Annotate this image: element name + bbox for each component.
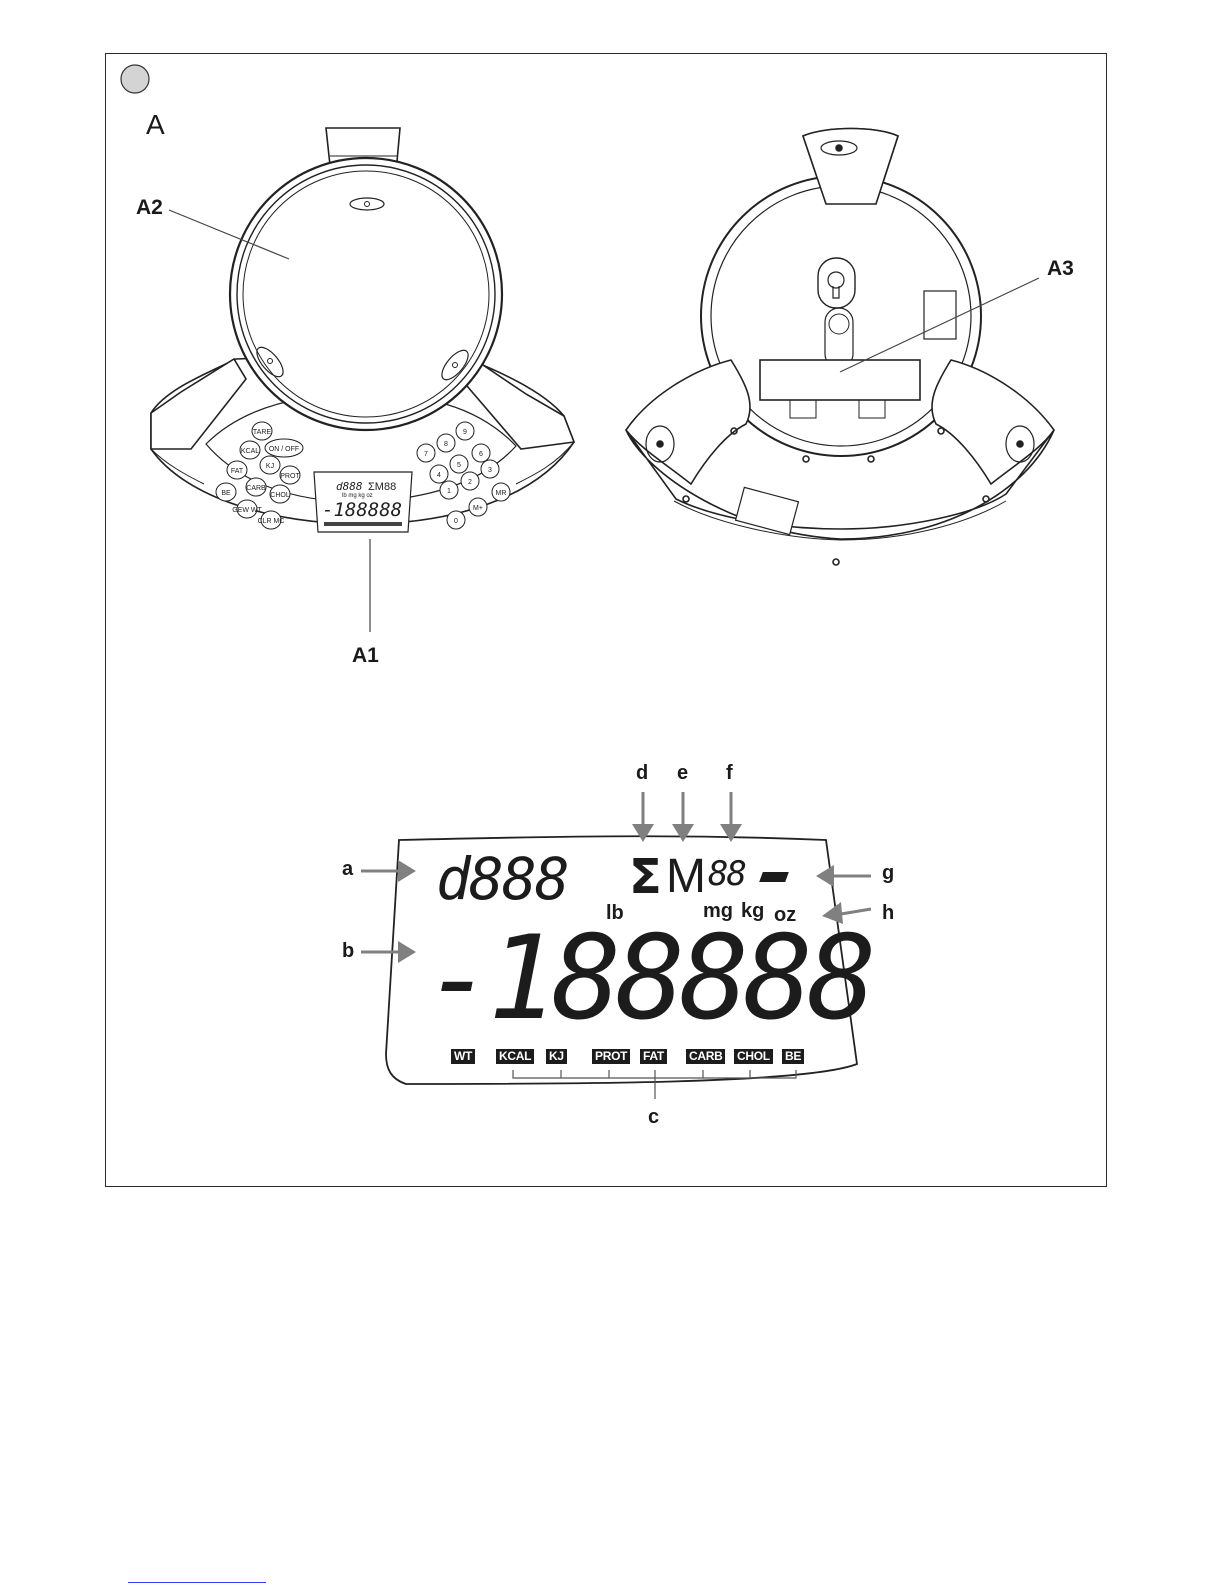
callout-h: h: [882, 902, 894, 925]
label-a3: A3: [1047, 257, 1074, 281]
key-9: 9: [463, 429, 467, 436]
tag-kj: KJ: [546, 1049, 567, 1064]
callout-c: c: [648, 1106, 659, 1129]
key-tare: TARE: [253, 429, 271, 436]
tag-carb: CARB: [686, 1049, 725, 1064]
tag-fat: FAT: [640, 1049, 667, 1064]
lcd-small-digits: d888: [436, 844, 568, 914]
battery-icon: [759, 872, 789, 882]
key-fat: FAT: [231, 468, 244, 475]
tag-wt: WT: [451, 1049, 475, 1064]
callout-a: a: [342, 858, 353, 881]
key-onoff: ON / OFF: [269, 446, 299, 453]
callout-b: b: [342, 940, 354, 963]
mini-lcd-units: lb mg kg oz: [342, 493, 373, 499]
key-gewt: GEW WT: [232, 507, 262, 514]
callout-g: g: [882, 862, 894, 885]
mini-lcd-sigma: ΣM88: [368, 481, 396, 493]
key-kj: KJ: [266, 463, 274, 470]
key-prot: PROT: [280, 473, 300, 480]
figure-number-badge: [121, 65, 149, 93]
callout-e: e: [677, 762, 688, 785]
key-7: 7: [424, 451, 428, 458]
key-clrmc: CLR MC: [258, 518, 285, 525]
tag-kcal: KCAL: [496, 1049, 534, 1064]
scale-front-view: [151, 128, 574, 532]
key-carb: CARB: [246, 485, 266, 492]
key-2: 2: [468, 479, 472, 486]
callout-d: d: [636, 762, 648, 785]
label-a2: A2: [136, 196, 163, 220]
key-chol: CHOL: [270, 492, 290, 499]
footer-link-underline: [128, 1582, 266, 1583]
section-letter: A: [146, 109, 165, 141]
tag-be: BE: [782, 1049, 804, 1064]
key-be: BE: [221, 490, 231, 497]
mini-lcd-tags: [324, 522, 402, 526]
key-mr: MR: [496, 490, 507, 497]
key-kcal: KCAL: [241, 448, 259, 455]
figure-frame: TARE ON / OFF KCAL KJ FAT PROT CARB CHOL…: [105, 53, 1107, 1187]
key-8: 8: [444, 441, 448, 448]
mini-lcd-main: -188888: [322, 499, 402, 521]
lcd-main-digits: -188888: [424, 914, 871, 1044]
key-0: 0: [454, 518, 458, 525]
key-mplus: M+: [473, 505, 483, 512]
key-5: 5: [457, 462, 461, 469]
tag-prot: PROT: [592, 1049, 630, 1064]
callout-f: f: [726, 762, 733, 785]
lcd-memory-digits: 88: [708, 852, 745, 896]
scale-back-view: [626, 129, 1054, 566]
mini-lcd-top: d888: [336, 480, 363, 493]
label-a1: A1: [352, 644, 379, 668]
key-6: 6: [479, 451, 483, 458]
key-1: 1: [447, 488, 451, 495]
tag-chol: CHOL: [734, 1049, 773, 1064]
lcd-sigma: Σ: [629, 847, 660, 907]
lcd-memory: M: [666, 847, 704, 907]
key-4: 4: [437, 472, 441, 479]
key-3: 3: [488, 467, 492, 474]
